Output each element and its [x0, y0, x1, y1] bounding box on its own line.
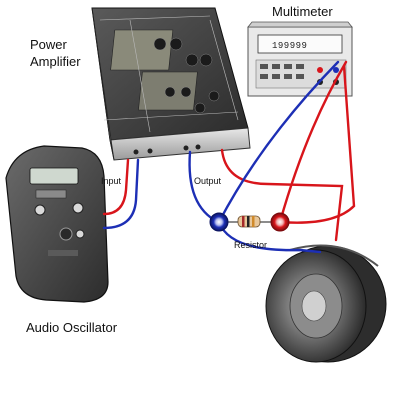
- power-amplifier-label: Power Amplifier: [30, 36, 81, 70]
- power-amplifier: [91, 7, 251, 161]
- speaker-wire-red: [278, 64, 356, 224]
- audio-oscillator-label: Audio Oscillator: [26, 320, 118, 335]
- multimeter-display: 199999: [272, 41, 308, 51]
- red-terminal: [270, 212, 290, 232]
- resistor-assembly: [209, 212, 290, 232]
- power-amplifier-label-line1: Power: [30, 37, 67, 52]
- power-amplifier-label-line2: Amplifier: [30, 54, 81, 69]
- blue-terminal: [209, 212, 229, 232]
- audio-oscillator: [5, 145, 109, 303]
- meter-wire-blue: [217, 60, 340, 224]
- input-label: Input: [101, 176, 122, 186]
- input-wire-red: [102, 158, 130, 216]
- input-wire-blue: [102, 158, 140, 230]
- output-wire-red: [220, 148, 344, 242]
- speaker: [265, 244, 387, 363]
- multimeter-label: Multimeter: [272, 4, 333, 19]
- resistor-label: Resistor: [234, 240, 268, 250]
- multimeter: [247, 21, 353, 97]
- output-label: Output: [194, 176, 222, 186]
- output-wire-blue: [188, 150, 220, 224]
- meter-wire-red: [278, 60, 348, 224]
